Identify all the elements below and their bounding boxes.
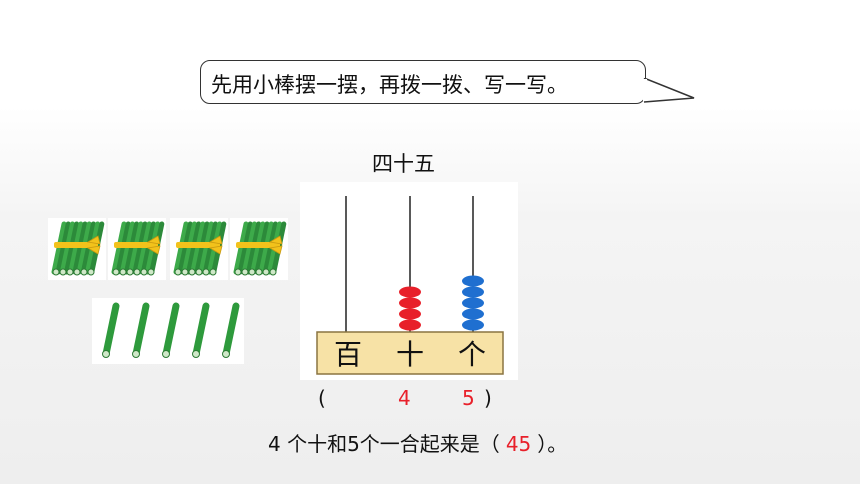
single-stick [192,302,210,358]
close-paren: ) [484,386,492,410]
single-sticks [92,298,244,364]
bead-tens [399,319,421,331]
ribbon-bow [208,235,223,255]
abacus: 百 十 个 [300,182,518,380]
single-stick [132,302,150,358]
sentence-answer: 45 [505,432,532,456]
bead-ones [462,275,484,287]
abacus-label-hundreds: 百 [334,338,362,371]
number-title: 四十五 [372,152,435,176]
stick-bundle [230,218,288,280]
single-stick [222,302,240,358]
speech-bubble: 先用小棒摆一摆，再拨一拨、写一写。 [200,60,646,104]
bead-tens [399,297,421,309]
ribbon [176,242,220,248]
bead-ones [462,319,484,331]
stick-bundle [108,218,166,280]
abacus-label-tens: 十 [396,338,424,371]
stick-bundle [170,218,228,280]
ribbon [54,242,98,248]
ribbon [236,242,280,248]
bead-tens [399,286,421,298]
ribbon-bow [146,235,161,255]
bubble-tail [643,78,695,103]
stick-bundle [48,218,106,280]
bead-ones [462,308,484,320]
bead-ones [462,297,484,309]
bead-ones [462,286,484,298]
ribbon-bow [268,235,283,255]
digit-tens: 4 [398,386,411,410]
ribbon-bow [86,235,101,255]
ribbon [114,242,158,248]
abacus-label-ones: 个 [458,338,486,371]
digit-ones: 5 [462,386,475,410]
single-stick [162,302,180,358]
answer-sentence: 4 个十和5个一合起来是（45）。 [268,428,567,457]
sentence-prefix: 4 个十和5个一合起来是（ [268,432,500,456]
open-paren: ( [318,386,326,410]
abacus-frame [316,331,504,375]
bead-tens [399,308,421,320]
single-stick [102,302,120,358]
sentence-suffix: ）。 [537,432,568,456]
bubble-text: 先用小棒摆一摆，再拨一拨、写一写。 [211,73,568,97]
